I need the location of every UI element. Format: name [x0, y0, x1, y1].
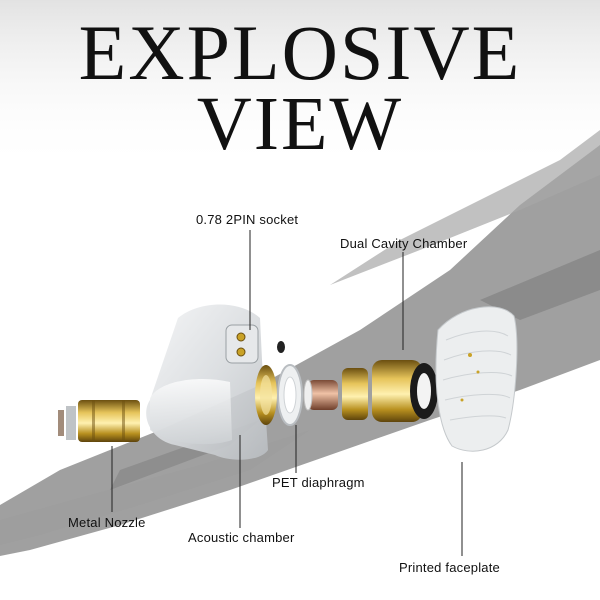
- small-o-ring: [277, 341, 285, 353]
- label-2pin-socket: 0.78 2PIN socket: [196, 212, 299, 227]
- metal-nozzle: [58, 400, 140, 442]
- top-ink-wash: [0, 0, 600, 170]
- brass-ring: [342, 368, 368, 420]
- label-pet-diaphragm: PET diaphragm: [272, 475, 365, 490]
- label-acoustic-chamber: Acoustic chamber: [188, 530, 295, 545]
- label-dual-cavity-chamber: Dual Cavity Chamber: [340, 236, 468, 251]
- clear-shell: [146, 304, 268, 460]
- leader-lines: [111, 230, 463, 556]
- label-printed-faceplate: Printed faceplate: [399, 560, 500, 575]
- pet-diaphragm-part: [277, 364, 303, 426]
- acoustic-chamber-part: [255, 365, 277, 425]
- page-title-line-1: EXPLOSIVE: [78, 9, 522, 96]
- page-title-line-2: VIEW: [196, 82, 404, 166]
- copper-driver: [303, 379, 338, 411]
- dual-cavity-chamber-part: [372, 360, 438, 422]
- label-metal-nozzle: Metal Nozzle: [68, 515, 146, 530]
- printed-faceplate-part: [435, 306, 518, 452]
